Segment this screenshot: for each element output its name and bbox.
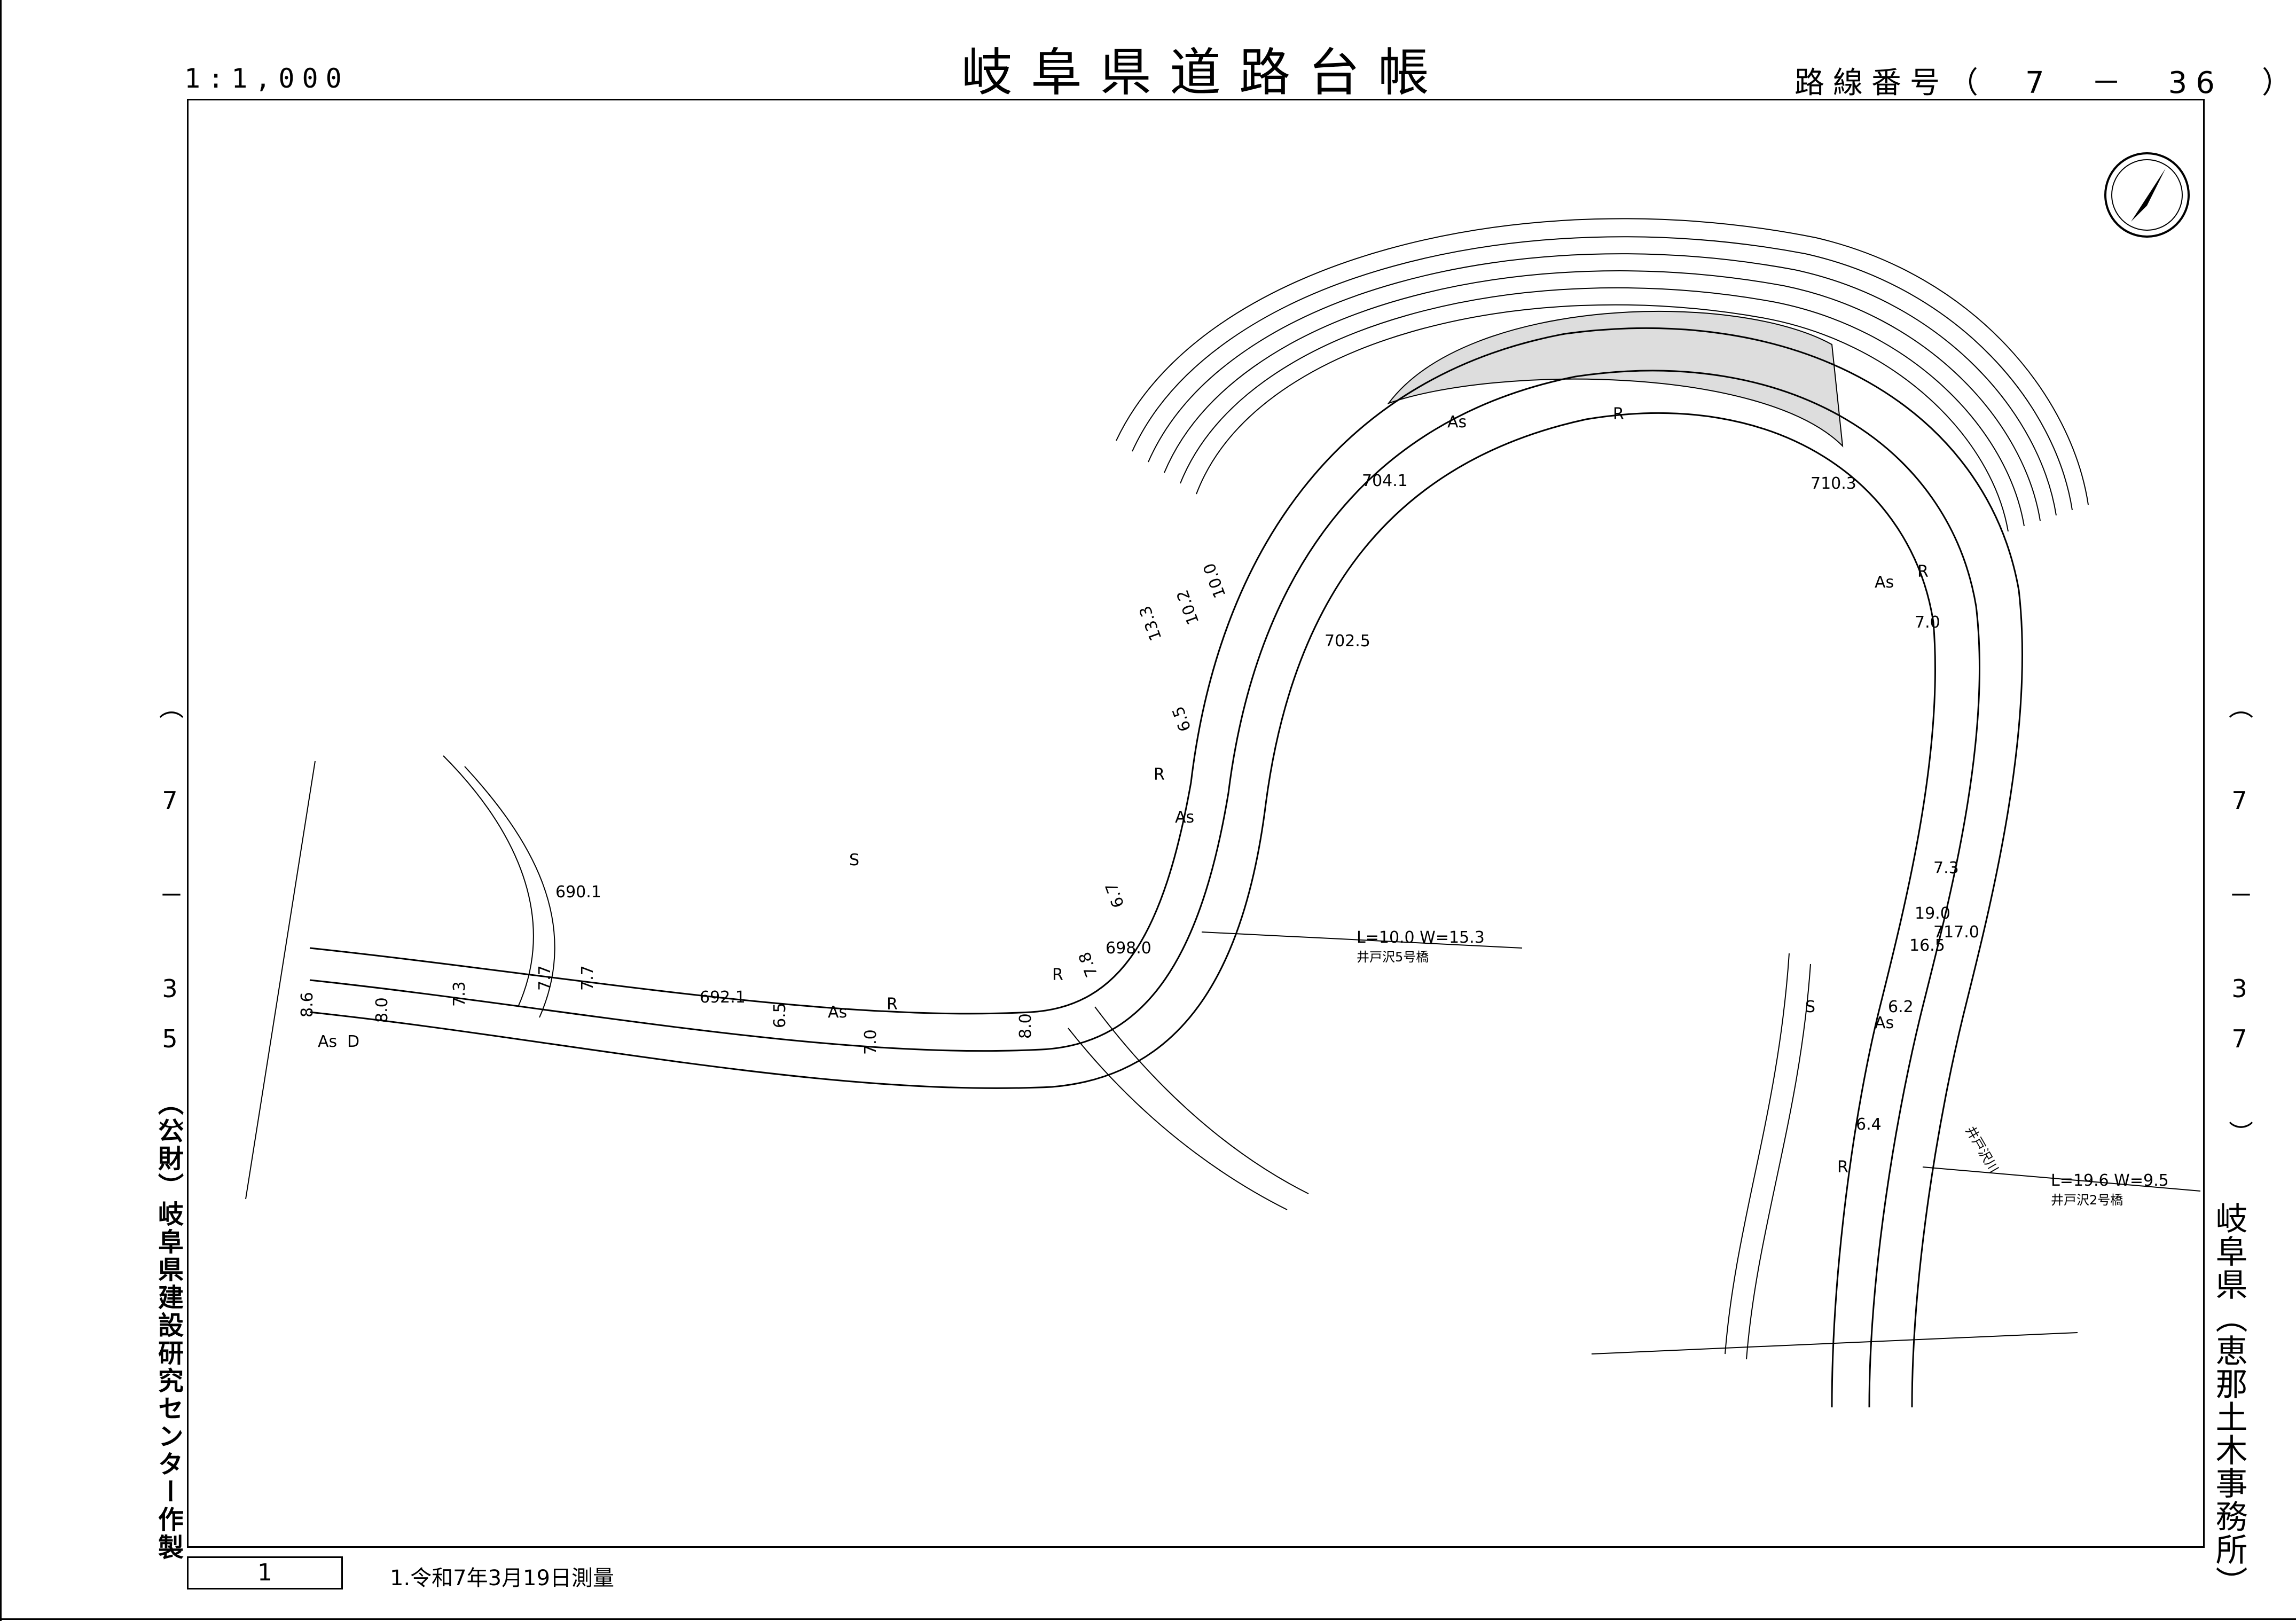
north-arrow-icon — [2104, 152, 2190, 238]
elevation-label: 692.1 — [700, 988, 746, 1007]
boundary-lines — [245, 761, 2078, 1354]
width-label: 16.5 — [1909, 936, 1945, 955]
surface-label: D — [347, 1032, 359, 1051]
width-label: 6.2 — [1888, 998, 1914, 1016]
road-map: 690.1 692.1 698.0 704.1 702.5 710.3 717.… — [245, 152, 2201, 1408]
surface-label: R — [1154, 765, 1165, 784]
width-label: 8.6 — [298, 992, 317, 1017]
surface-label: R — [1917, 562, 1929, 581]
bridge-spec: L=19.6 W=9.5 — [2051, 1171, 2169, 1190]
surface-label: R — [1613, 405, 1624, 424]
width-label: 6.7 — [1102, 880, 1128, 910]
map-scale: 1:1,000 — [184, 63, 349, 94]
office-credit: 岐阜県（恵那土木事務所） — [2210, 1202, 2247, 1599]
road-centerline — [309, 370, 1980, 1408]
bridge-leaders — [1201, 931, 2201, 1192]
width-label: 6.4 — [1856, 1115, 1882, 1134]
elevation-label: 717.0 — [1933, 923, 1979, 942]
width-label: 19.0 — [1915, 904, 1950, 923]
surface-label: As — [1875, 1014, 1894, 1032]
width-label: 7.3 — [450, 981, 469, 1007]
width-label: 10.0 — [1200, 560, 1230, 600]
route-number: 路線番号（ 7 － 36 ） — [1795, 66, 2296, 100]
page-bottom-edge — [0, 1618, 2296, 1620]
elevation-label: 704.1 — [1362, 472, 1408, 490]
width-label: 6.5 — [1169, 703, 1195, 734]
bridge-name: 井戸沢2号橋 — [2051, 1193, 2123, 1208]
width-label: 7.7 — [536, 965, 554, 991]
map-labels: 690.1 692.1 698.0 704.1 702.5 710.3 717.… — [298, 405, 2169, 1208]
width-label: 7.8 — [1075, 949, 1101, 980]
surface-label: S — [1805, 998, 1815, 1016]
surface-label: R — [887, 995, 898, 1014]
width-label: 13.3 — [1136, 603, 1166, 643]
road-alignment — [309, 327, 2024, 1408]
stream-name: 井戸沢川 — [1963, 1124, 2001, 1176]
cut-slope-hatch — [1387, 310, 1844, 448]
elevation-label: 710.3 — [1811, 474, 1856, 493]
sheet-number: 1 — [187, 1556, 343, 1589]
elevation-label: 702.5 — [1325, 632, 1370, 651]
surface-label: As — [1175, 808, 1194, 827]
surface-label: R — [1052, 966, 1063, 984]
surface-label: As — [1875, 573, 1894, 592]
page-left-edge — [0, 0, 2, 1621]
width-label: 7.0 — [1915, 613, 1940, 632]
width-label: 6.5 — [771, 1003, 789, 1028]
width-label: 7.3 — [1933, 859, 1959, 878]
surface-label: S — [849, 851, 859, 870]
elevation-label: 698.0 — [1106, 939, 1151, 958]
width-label: 10.2 — [1173, 587, 1203, 627]
width-label: 7.7 — [578, 965, 597, 991]
adjacent-sheet-left: （ 7 － 35 ） — [155, 694, 184, 1166]
width-label: 7.0 — [861, 1029, 880, 1055]
elevation-label: 690.1 — [555, 883, 601, 902]
sheet-title: 岐阜県道路台帳 — [961, 43, 1447, 103]
bridge-name: 井戸沢5号橋 — [1357, 950, 1429, 965]
width-label: 8.0 — [1016, 1013, 1035, 1039]
adjacent-sheet-right: （ 7 － 37 ） — [2225, 694, 2254, 1166]
width-label: 8.0 — [373, 997, 391, 1023]
map-frame — [187, 99, 2205, 1548]
producer-credit: （公財）岐阜県建設研究センター作製 — [153, 1090, 183, 1562]
terrain-contours — [443, 218, 2089, 1360]
surface-label: As — [1447, 413, 1467, 432]
surface-label: As — [318, 1032, 337, 1051]
bridge-spec: L=10.0 W=15.3 — [1357, 928, 1485, 947]
surface-label: R — [1837, 1158, 1848, 1177]
survey-note: 1.令和7年3月19日測量 — [390, 1566, 614, 1591]
surface-label: As — [828, 1003, 847, 1022]
